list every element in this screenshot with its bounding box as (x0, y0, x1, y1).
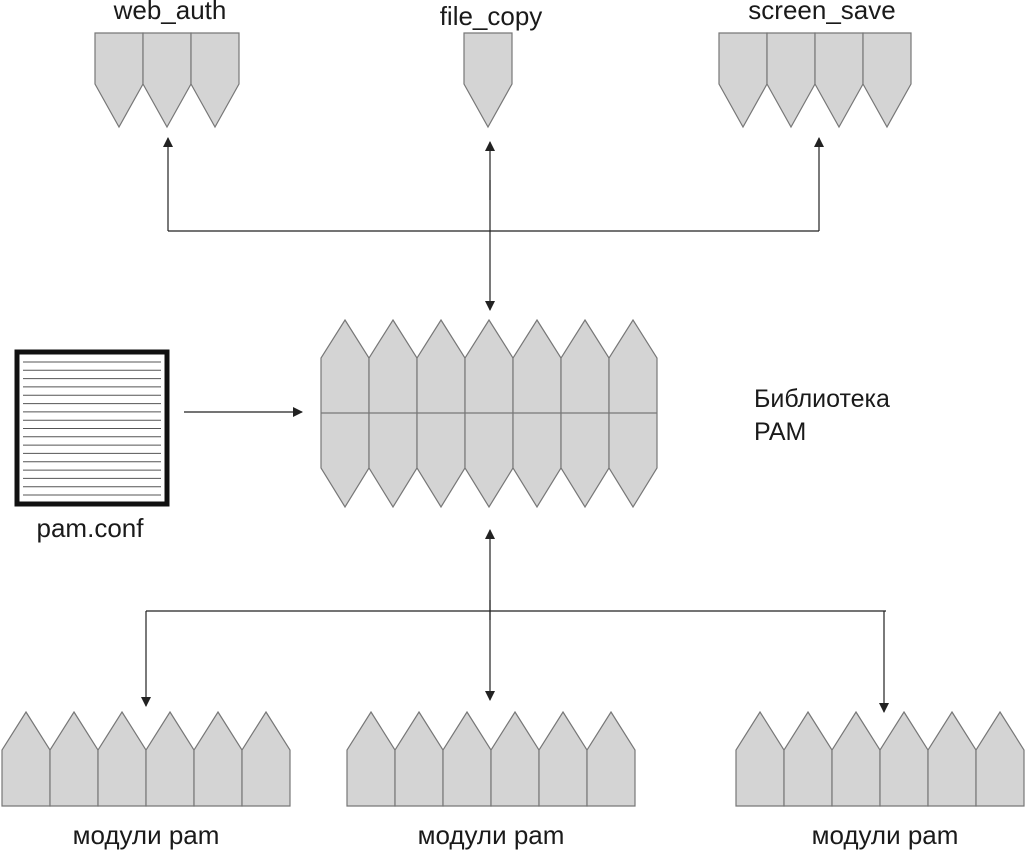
screen-save-label: screen_save (748, 0, 895, 25)
left-module-blocks (1, 710, 291, 807)
screen-save-block (766, 32, 816, 129)
center-module-block (394, 710, 444, 807)
web-auth-block (142, 32, 192, 129)
center-module-block (442, 710, 492, 807)
screen-save-block (814, 32, 864, 129)
left-modules-label: модули pam (73, 820, 220, 850)
file-copy-app-blocks (463, 32, 513, 129)
right-module-block (927, 710, 977, 807)
left-module-block (1, 710, 51, 807)
pam-conf-file-icon (14, 349, 170, 507)
left-module-block (145, 710, 195, 807)
screen-save-block (862, 32, 912, 129)
web-auth-block (94, 32, 144, 129)
right-module-block (831, 710, 881, 807)
right-module-block (735, 710, 785, 807)
center-module-block (490, 710, 540, 807)
left-module-block (49, 710, 99, 807)
left-module-block (241, 710, 291, 807)
pam-conf-lines (23, 361, 161, 496)
center-modules-label: модули pam (418, 820, 565, 850)
pam-conf-label: pam.conf (37, 513, 145, 543)
right-module-block (975, 710, 1025, 807)
library-label-line1: Библиотека (754, 385, 890, 413)
center-module-block (538, 710, 588, 807)
file-copy-label: file_copy (440, 1, 543, 31)
left-module-block (97, 710, 147, 807)
right-module-block (783, 710, 833, 807)
left-module-block (193, 710, 243, 807)
screen-save-block (718, 32, 768, 129)
right-module-blocks (735, 710, 1025, 807)
web-auth-block (190, 32, 240, 129)
center-module-block (346, 710, 396, 807)
web-auth-label: web_auth (113, 0, 227, 25)
center-module-block (586, 710, 636, 807)
library-label-line2: PAM (754, 418, 806, 446)
right-modules-label: модули pam (812, 820, 959, 850)
screen-save-app-blocks (718, 32, 912, 129)
web-auth-app-blocks (94, 32, 240, 129)
application-connectors (163, 137, 824, 311)
file-copy-block (463, 32, 513, 129)
module-connectors (141, 529, 889, 713)
right-module-block (879, 710, 929, 807)
center-module-blocks (346, 710, 636, 807)
